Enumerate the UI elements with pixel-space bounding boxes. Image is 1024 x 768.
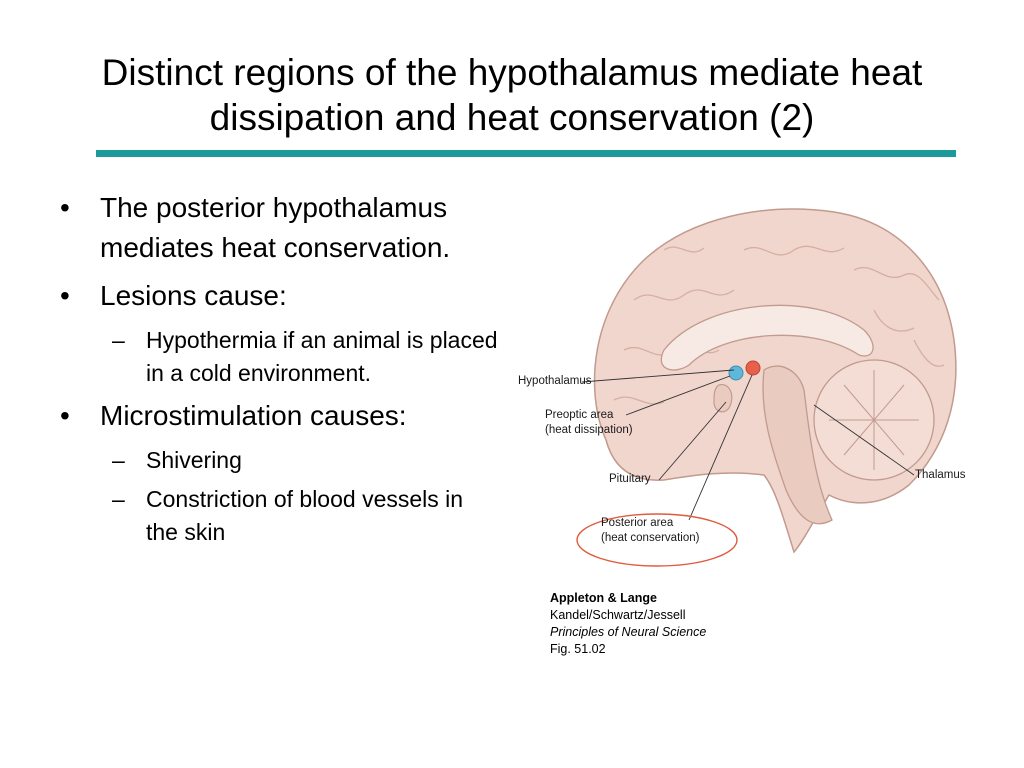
label-hypothalamus: Hypothalamus xyxy=(518,375,592,387)
corpus-callosum xyxy=(660,304,874,371)
credit-fig: Fig. 51.02 xyxy=(550,642,606,656)
label-posterior-line1: Posterior area xyxy=(601,517,674,529)
brainstem xyxy=(762,365,833,525)
leader-lines xyxy=(581,369,915,521)
posterior-area-highlight xyxy=(576,513,738,567)
brain-figure: Hypothalamus Preoptic area (heat dissipa… xyxy=(514,190,984,660)
bullet-lesions: Lesions cause: xyxy=(60,276,500,316)
sub-bullet-shivering: Shivering xyxy=(112,444,500,477)
title-divider xyxy=(96,150,956,157)
bullet-posterior-hypothalamus: The posterior hypothalamus mediates heat… xyxy=(60,188,500,268)
cerebellum-folia xyxy=(829,370,919,470)
title-line-2: dissipation and heat conservation (2) xyxy=(209,97,815,138)
sub-bullet-hypothermia: Hypothermia if an animal is placed in a … xyxy=(112,324,500,390)
title-line-1: Distinct regions of the hypothalamus med… xyxy=(101,52,923,93)
brain-sagittal-illustration xyxy=(576,208,957,567)
bullet-microstimulation: Microstimulation causes: xyxy=(60,396,500,436)
label-pituitary: Pituitary xyxy=(609,473,651,485)
credit-book: Principles of Neural Science xyxy=(550,625,707,639)
preoptic-area-dot xyxy=(728,365,744,381)
figure-credit: Appleton & Lange Kandel/Schwartz/Jessell… xyxy=(550,590,706,658)
pituitary-gland xyxy=(713,383,733,413)
label-preoptic-line1: Preoptic area xyxy=(545,409,614,421)
credit-authors: Kandel/Schwartz/Jessell xyxy=(550,608,686,622)
slide-title: Distinct regions of the hypothalamus med… xyxy=(40,50,984,140)
label-preoptic-line2: (heat dissipation) xyxy=(545,424,633,436)
credit-publisher: Appleton & Lange xyxy=(550,591,657,605)
label-thalamus: Thalamus xyxy=(915,469,966,481)
bullet-list: The posterior hypothalamus mediates heat… xyxy=(60,188,500,555)
posterior-area-dot xyxy=(745,360,761,376)
sub-bullet-constriction: Constriction of blood vessels in the ski… xyxy=(112,483,500,549)
label-posterior-line2: (heat conservation) xyxy=(601,532,700,544)
